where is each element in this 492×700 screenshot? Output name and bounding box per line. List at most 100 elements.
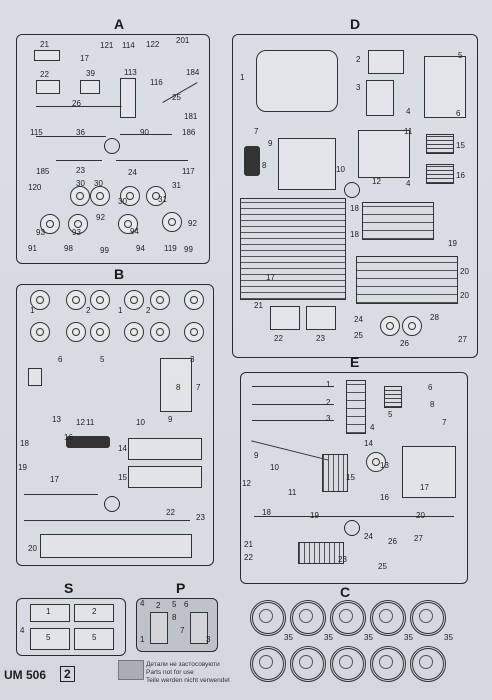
part-number: 4: [20, 626, 25, 635]
part-number: 11: [86, 418, 95, 427]
part-number: 12: [372, 177, 381, 186]
part-number: 27: [458, 335, 467, 344]
part-number: 26: [388, 537, 397, 546]
frame-letter-p: P: [176, 580, 186, 596]
part-e-4-ladder: [346, 380, 366, 434]
part-number: 2: [146, 306, 151, 315]
part-number: 4: [370, 423, 375, 432]
part-number: 28: [430, 313, 439, 322]
part-number: 5: [388, 410, 393, 419]
part-number: 117: [182, 167, 195, 176]
part-number: 9: [168, 415, 173, 424]
part-number: 94: [136, 244, 145, 253]
frame-letter-e: E: [350, 354, 360, 370]
part-number: 23: [76, 166, 85, 175]
part-p-3: [190, 612, 208, 644]
part-number: 16: [456, 171, 465, 180]
part-number: 91: [28, 244, 37, 253]
part-number: 9: [254, 451, 259, 460]
part-number: 23: [196, 513, 205, 522]
part-number: 122: [146, 40, 160, 49]
part-number: 3: [206, 635, 211, 644]
part-number: 22: [40, 70, 49, 79]
part-number: 116: [150, 78, 163, 87]
part-number: 8: [176, 383, 181, 392]
part-number: 2: [356, 55, 361, 64]
part-number: 24: [354, 315, 363, 324]
part-d-18-rack: [362, 202, 434, 240]
wheel-hub: [184, 290, 204, 310]
part-b-15: [128, 466, 202, 488]
sprue-gate: [104, 496, 120, 512]
tire-ring: [370, 646, 406, 682]
part-a-30-ring-2: [90, 186, 110, 206]
part-number: 113: [124, 68, 137, 77]
part-number: 26: [72, 99, 81, 108]
part-number: 21: [254, 301, 263, 310]
part-d-26-hub: [402, 316, 422, 336]
part-number: 3: [190, 355, 195, 364]
tire-ring: [410, 646, 446, 682]
part-d-11: [358, 130, 410, 178]
part-a-26: [36, 106, 122, 108]
wheel-hub: [184, 322, 204, 342]
part-number: 6: [184, 600, 189, 609]
part-s-5b: [74, 628, 114, 650]
wheel-hub: [90, 322, 110, 342]
part-a-90: [120, 134, 172, 136]
part-number: 19: [310, 511, 319, 520]
part-b-16: [66, 436, 110, 448]
legend-line: Parts not for use: [146, 669, 194, 676]
wheel-hub: [124, 322, 144, 342]
part-d-16: [426, 164, 454, 184]
part-a-22: [36, 80, 60, 94]
part-d-6: [424, 56, 466, 118]
part-b-3: [160, 358, 192, 412]
part-d-17-bed: [240, 198, 346, 300]
part-number: 2: [86, 306, 91, 315]
part-a-31-ring-2: [120, 186, 140, 206]
part-a-21: [34, 50, 60, 61]
page-number: 2: [60, 666, 75, 682]
tire-ring: [290, 600, 326, 636]
part-number: 5: [100, 355, 105, 364]
part-number: 92: [188, 219, 197, 228]
part-number: 18: [262, 508, 271, 517]
part-b-22: [24, 494, 98, 496]
part-number: 1: [240, 73, 245, 82]
tire-ring: [330, 646, 366, 682]
part-number: 119: [164, 244, 177, 253]
wheel-hub: [66, 290, 86, 310]
part-number: 24: [128, 168, 137, 177]
part-number: 1: [140, 635, 145, 644]
part-number: 7: [196, 383, 201, 392]
part-number: 90: [140, 128, 149, 137]
part-e-23-ladder: [298, 542, 344, 564]
part-number: 15: [118, 473, 127, 482]
part-number: 9: [268, 139, 273, 148]
part-d-8: [244, 146, 260, 176]
part-number: 20: [416, 511, 425, 520]
part-number: 17: [266, 273, 275, 282]
part-number: 98: [64, 244, 73, 253]
part-number: 5: [92, 633, 97, 642]
part-a-36: [36, 136, 106, 138]
part-number: 2: [156, 601, 161, 610]
part-number: 30: [94, 179, 103, 188]
part-d-3: [366, 80, 394, 116]
frame-letter-c: C: [340, 584, 351, 600]
part-number: 17: [420, 483, 429, 492]
part-number: 30: [76, 179, 85, 188]
part-number: 18: [20, 439, 29, 448]
part-number: 2: [326, 398, 331, 407]
part-number: 35: [404, 633, 413, 642]
part-number: 22: [274, 334, 283, 343]
tire-ring: [250, 646, 286, 682]
part-number: 94: [130, 227, 139, 236]
part-b-20: [40, 534, 192, 558]
part-number: 1: [118, 306, 123, 315]
part-number: 92: [96, 213, 105, 222]
part-number: 22: [244, 553, 253, 562]
sprue-gate: [104, 138, 120, 154]
